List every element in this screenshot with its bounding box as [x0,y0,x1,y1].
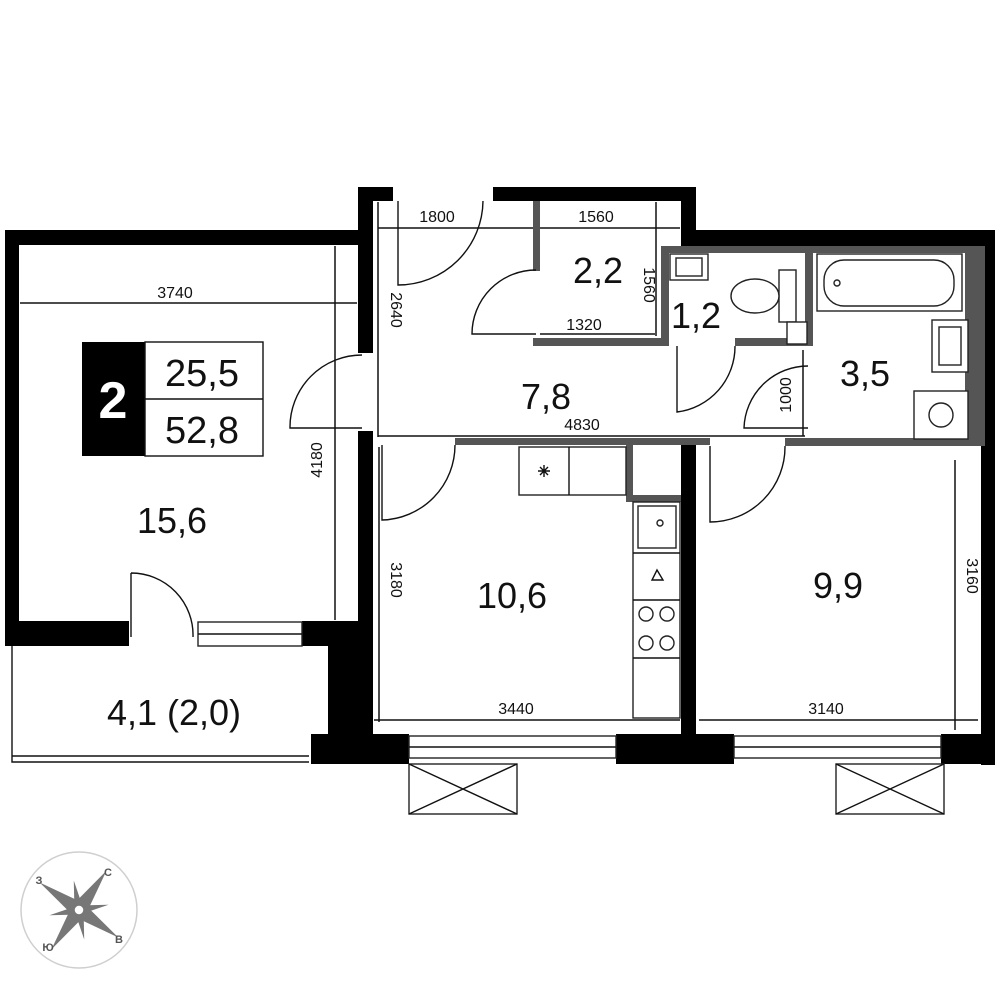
balcony-outline [11,646,309,763]
sink-icon [931,319,969,373]
dim-1000: 1000 [778,377,795,413]
snowflake-icon [538,465,550,477]
bathtub-icon [816,253,963,312]
kitchen-area: 10,6 [477,575,547,616]
toilet-icon [730,269,797,323]
dim-3140: 3140 [808,701,844,718]
rooms-count: 2 [99,372,128,430]
doors [130,200,809,638]
interior-partitions [455,201,985,502]
dim-2640: 2640 [387,292,404,328]
apartment-summary-badge: 2 25,5 52,8 [82,341,264,457]
dim-4180: 4180 [309,442,326,478]
living-room-area: 15,6 [137,500,207,541]
dim-1800: 1800 [419,209,455,226]
closet-area: 2,2 [573,250,623,291]
badge-background [82,342,145,456]
shaft-box [786,321,808,345]
washing-machine-icon [913,390,969,440]
living-area-value: 25,5 [165,353,239,395]
dim-1320: 1320 [566,317,602,334]
dim-3160: 3160 [963,558,980,594]
dim-3740: 3740 [157,285,193,302]
compass-west: З [36,875,43,887]
compass-east: В [115,934,123,946]
toilet-area: 1,2 [671,295,721,336]
faucet-icon [650,568,665,581]
total-area-value: 52,8 [165,410,239,452]
dim-1560-side: 1560 [640,267,657,303]
small-sink-icon [669,253,709,281]
bedroom-area: 9,9 [813,565,863,606]
compass-south: Ю [42,942,53,954]
dim-3440: 3440 [498,701,534,718]
fixtures [518,253,969,719]
bathroom-area: 3,5 [840,353,890,394]
balcony-area: 4,1 (2,0) [107,692,241,733]
dim-1560-top: 1560 [578,209,614,226]
room-area-labels: 15,6 4,1 (2,0) 2,2 1,2 7,8 3,5 10,6 9,9 [107,250,890,733]
compass-north: С [104,867,112,879]
dimension-lines [20,202,978,730]
dim-3180: 3180 [387,562,404,598]
dim-4830: 4830 [564,417,600,434]
sink-icon [637,505,677,549]
hallway-area: 7,8 [521,376,571,417]
compass-rose-icon: С З В Ю [20,851,138,969]
stove-icon [638,606,675,651]
windows [197,621,945,815]
exterior-walls [5,187,995,765]
dimension-labels: 1800 1560 1320 3740 4830 3440 3140 2640 … [157,209,980,718]
